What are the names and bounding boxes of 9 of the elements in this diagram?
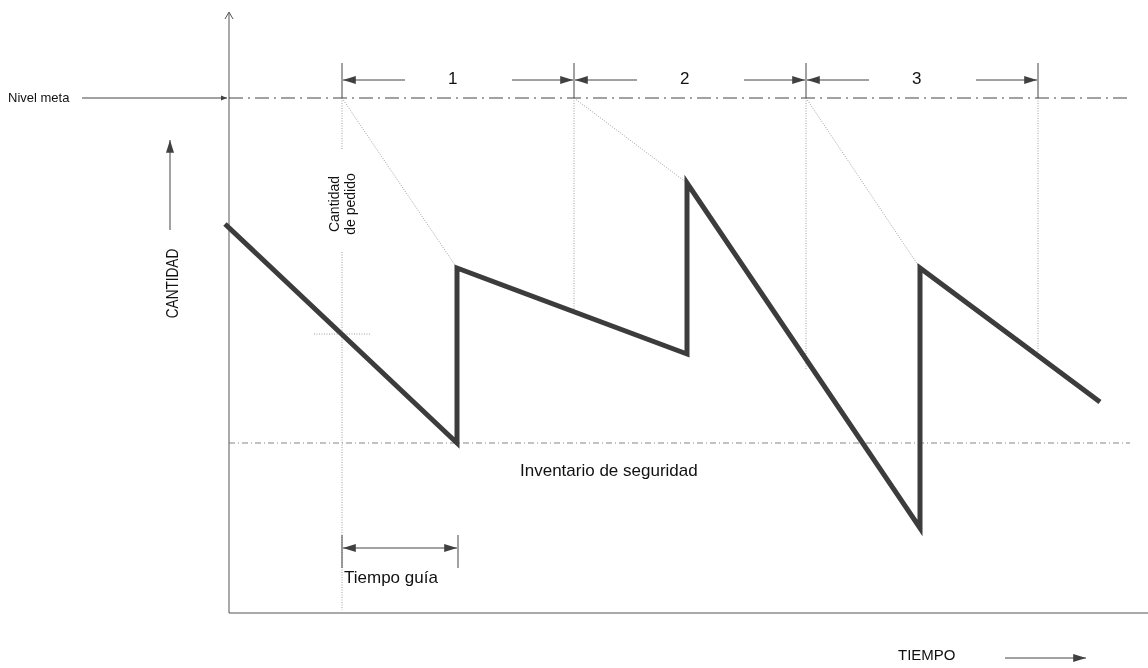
period-number: 2	[680, 70, 690, 87]
arrow	[81, 95, 228, 101]
target-level-label: Nivel meta	[8, 89, 80, 107]
period-number: 1	[448, 70, 458, 87]
period-number: 3	[912, 70, 922, 87]
axis-title: TIEMPO	[898, 647, 956, 662]
annotation: Tiempo guía	[344, 569, 438, 586]
annotation: Inventario de seguridad	[520, 462, 698, 479]
axis-title: CANTIDAD	[163, 247, 181, 321]
